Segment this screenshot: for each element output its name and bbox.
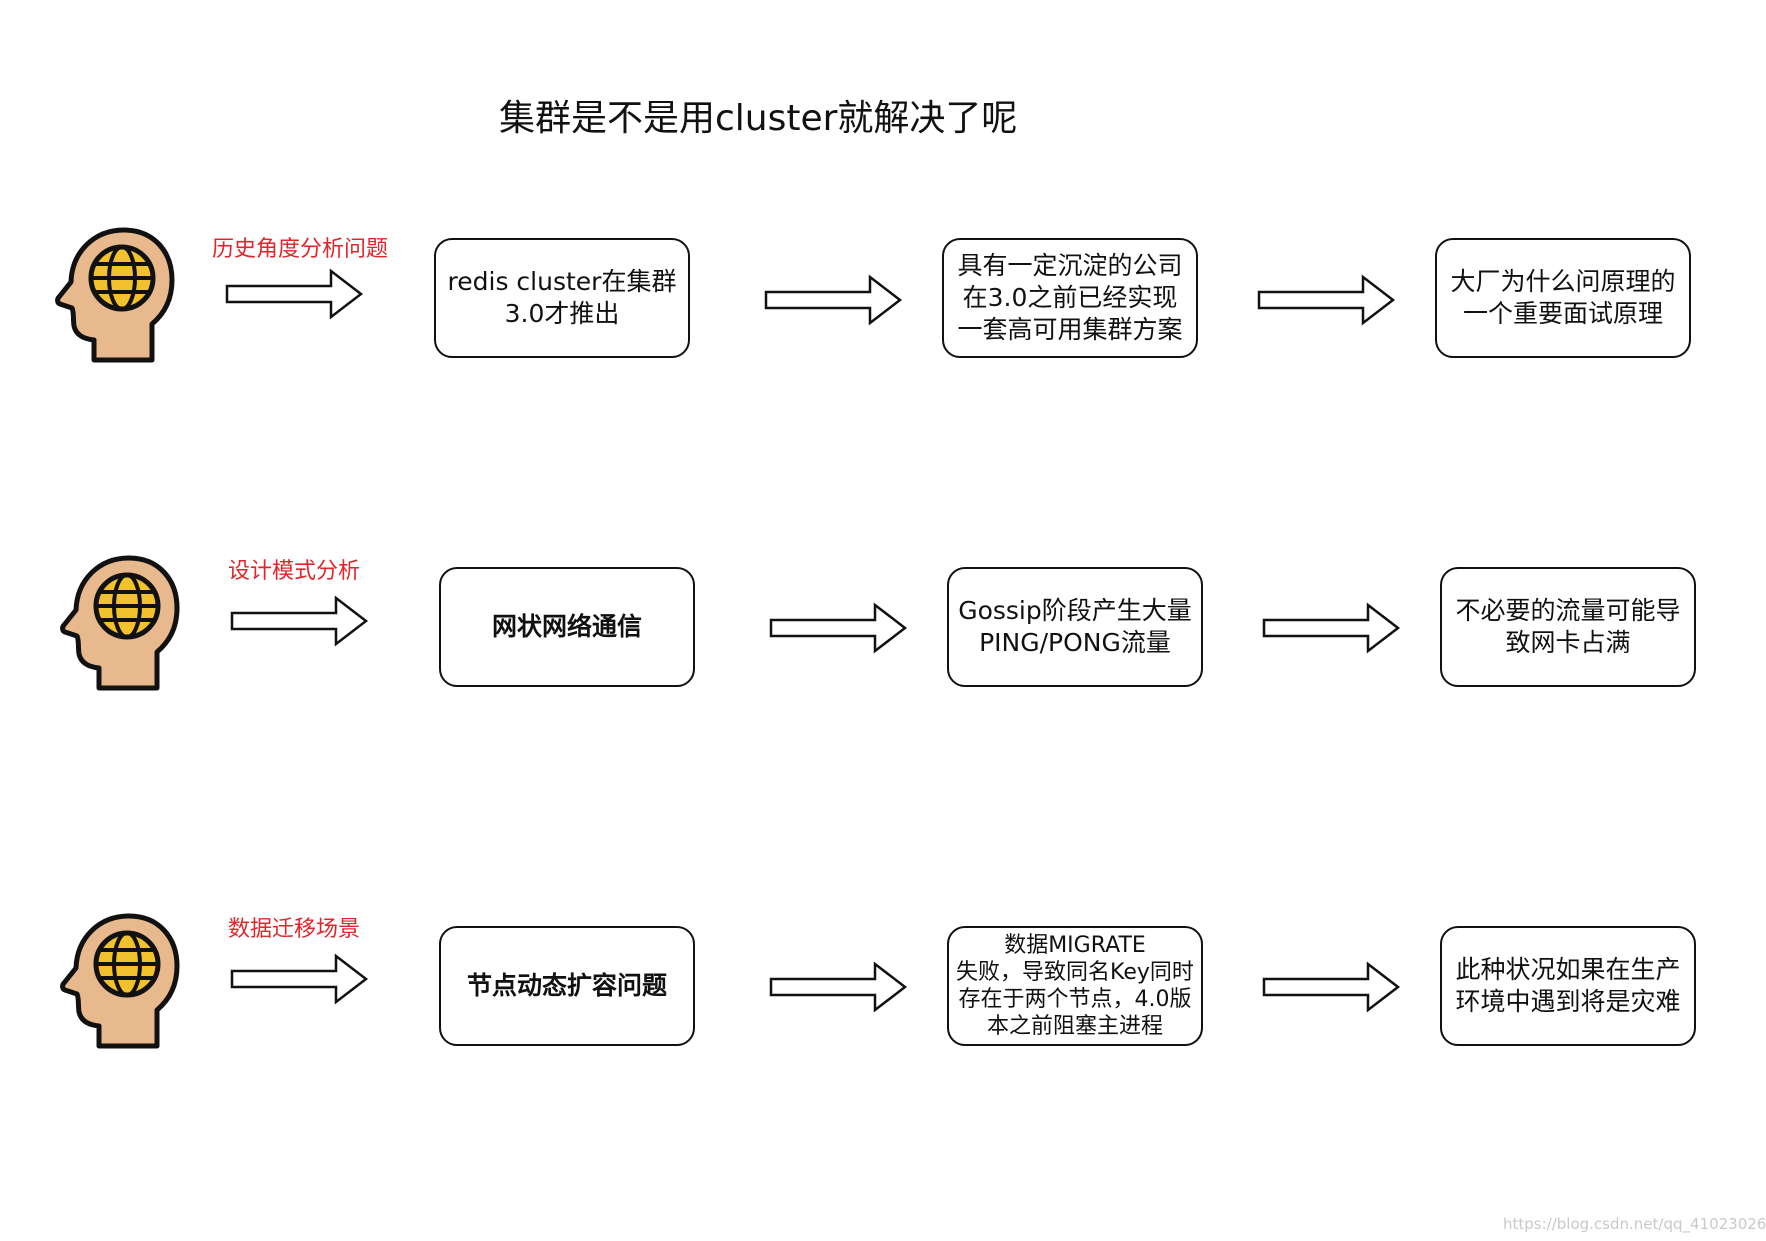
flow-box: 大厂为什么问原理的 一个重要面试原理 xyxy=(1435,238,1691,358)
right-arrow-icon xyxy=(1261,961,1401,1013)
right-arrow-icon xyxy=(1261,602,1401,654)
head-globe-icon xyxy=(59,550,181,691)
right-arrow-icon xyxy=(1256,274,1396,326)
right-arrow-icon xyxy=(768,602,908,654)
flow-box: 数据MIGRATE 失败，导致同名Key同时 存在于两个节点，4.0版 本之前阻… xyxy=(947,926,1203,1046)
flow-box: 具有一定沉淀的公司 在3.0之前已经实现 一套高可用集群方案 xyxy=(942,238,1198,358)
right-arrow-icon xyxy=(229,595,369,647)
right-arrow-icon xyxy=(224,268,364,320)
flow-box-text: 具有一定沉淀的公司 在3.0之前已经实现 一套高可用集群方案 xyxy=(957,251,1183,344)
flow-box-text: Gossip阶段产生大量 PING/PONG流量 xyxy=(958,596,1192,657)
row-label-history: 历史角度分析问题 xyxy=(212,237,389,262)
flow-box-text: redis cluster在集群 3.0才推出 xyxy=(447,267,677,328)
flow-box-text: 大厂为什么问原理的 一个重要面试原理 xyxy=(1450,267,1676,328)
right-arrow-icon xyxy=(229,953,369,1005)
head-globe-icon xyxy=(59,908,181,1049)
flow-box-text: 网状网络通信 xyxy=(491,612,642,641)
flow-box: 此种状况如果在生产 环境中遇到将是灾难 xyxy=(1440,926,1696,1046)
flow-box-text: 数据MIGRATE 失败，导致同名Key同时 存在于两个节点，4.0版 本之前阻… xyxy=(956,933,1194,1039)
flow-box: 不必要的流量可能导 致网卡占满 xyxy=(1440,567,1696,687)
row-label-design: 设计模式分析 xyxy=(228,559,361,584)
head-globe-icon xyxy=(54,222,176,363)
flow-box-text: 节点动态扩容问题 xyxy=(466,971,667,1000)
row-label-migration: 数据迁移场景 xyxy=(228,917,361,942)
flow-box: 节点动态扩容问题 xyxy=(439,926,695,1046)
flow-box-text: 此种状况如果在生产 环境中遇到将是灾难 xyxy=(1455,955,1681,1016)
diagram-title: 集群是不是用cluster就解决了呢 xyxy=(499,98,1018,139)
right-arrow-icon xyxy=(763,274,903,326)
flow-box: 网状网络通信 xyxy=(439,567,695,687)
flow-box: redis cluster在集群 3.0才推出 xyxy=(434,238,690,358)
flow-box: Gossip阶段产生大量 PING/PONG流量 xyxy=(947,567,1203,687)
watermark: https://blog.csdn.net/qq_41023026 xyxy=(1503,1215,1766,1233)
flow-box-text: 不必要的流量可能导 致网卡占满 xyxy=(1455,596,1681,657)
right-arrow-icon xyxy=(768,961,908,1013)
